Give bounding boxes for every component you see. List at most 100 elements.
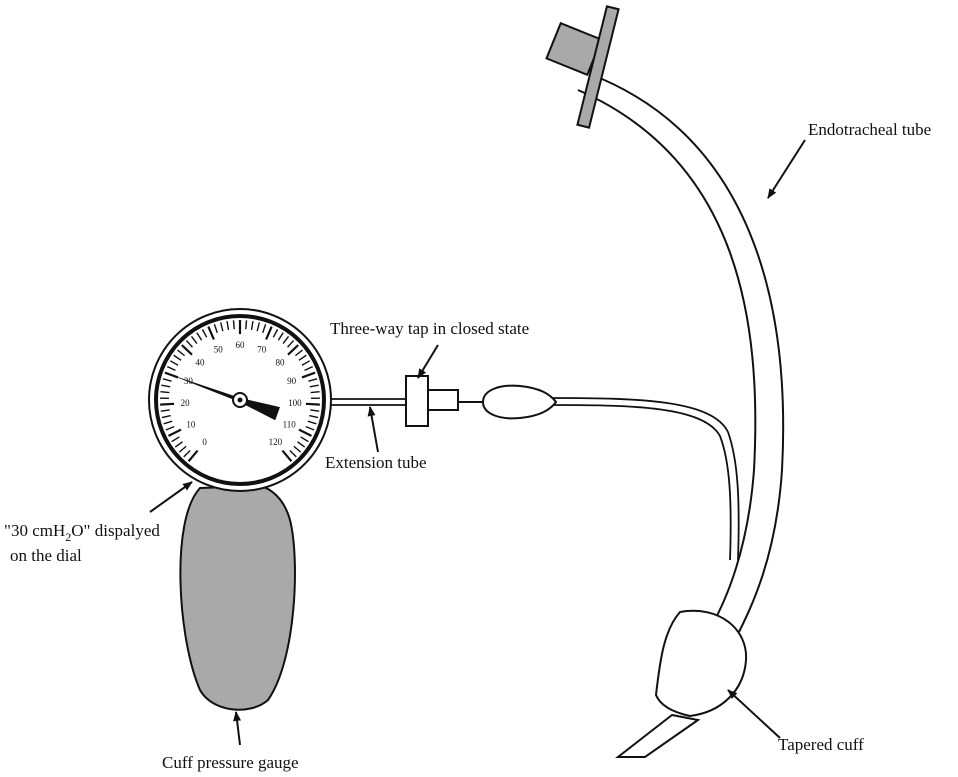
dial-minor-tick <box>289 450 297 458</box>
arrow-three-way-tap <box>417 344 439 379</box>
dial-minor-tick <box>174 441 183 448</box>
dial-number: 80 <box>276 357 286 367</box>
dial-number: 50 <box>214 344 224 354</box>
dial-major-tick <box>207 326 215 340</box>
dial-minor-tick <box>160 409 170 412</box>
dial-major-tick <box>287 344 299 356</box>
label-cuff-pressure-gauge: Cuff pressure gauge <box>162 753 299 772</box>
dial-minor-tick <box>305 425 315 431</box>
dial-minor-tick <box>294 349 303 357</box>
dial-major-tick <box>305 402 320 406</box>
dial-minor-tick <box>167 365 176 372</box>
dial-minor-tick <box>304 365 313 372</box>
dial-numbers: 0102030405060708090100110120 <box>181 340 303 447</box>
tube-flange <box>576 5 620 129</box>
dial-minor-tick <box>262 323 267 333</box>
dial-major-tick <box>187 449 199 462</box>
dial-minor-tick <box>213 323 218 333</box>
arrow-extension-tube <box>367 406 379 453</box>
label-dial-reading: "30 cmH2O" dispalyed <box>4 521 160 544</box>
arrow-cuff-pressure-gauge <box>233 711 242 746</box>
pilot-line <box>552 397 740 561</box>
three-way-tap <box>405 375 459 427</box>
dial-minor-tick <box>307 420 317 425</box>
dial-minor-tick <box>190 335 198 344</box>
dial-major-tick <box>265 326 273 340</box>
dial-minor-tick <box>272 329 279 338</box>
dial-number: 70 <box>257 344 267 354</box>
dial-minor-tick <box>185 340 194 348</box>
dial-number: 40 <box>195 357 205 367</box>
endotracheal-tube <box>545 5 785 758</box>
dial-minor-tick <box>177 349 186 357</box>
dial-number: 120 <box>269 437 283 447</box>
dial-minor-tick <box>232 320 235 330</box>
dial-minor-tick <box>161 384 171 388</box>
dial-minor-tick <box>310 390 320 394</box>
dial-minor-tick <box>308 378 318 382</box>
dial-minor-tick <box>161 414 171 419</box>
tube-outer-wall <box>589 73 785 641</box>
dial-pivot-inner <box>237 397 243 403</box>
arrow-endotracheal-tube <box>767 139 806 199</box>
tapered-cuff <box>654 609 748 718</box>
tube-inner-wall <box>577 89 757 626</box>
dial-minor-tick <box>226 320 230 331</box>
label-tapered-cuff: Tapered cuff <box>778 735 864 754</box>
dial-major-tick <box>301 371 316 379</box>
label-dial-reading-line2: on the dial <box>10 546 82 565</box>
dial-minor-tick <box>165 425 175 431</box>
dial-minor-tick <box>282 335 290 344</box>
dial-minor-tick <box>310 409 320 412</box>
dial-major-tick <box>160 402 175 406</box>
dial-minor-tick <box>169 360 179 366</box>
dial-minor-tick <box>277 332 284 341</box>
cuff-pressure-gauge: 0102030405060708090100110120 <box>148 308 332 711</box>
arrow-tapered-cuff <box>727 689 781 739</box>
dial-minor-tick <box>245 320 248 330</box>
pilot-balloon <box>481 384 558 420</box>
dial-minor-tick <box>309 414 319 419</box>
dial-minor-tick <box>160 390 170 394</box>
dial-number: 110 <box>283 420 297 430</box>
dial-needle <box>166 373 280 421</box>
dial-number: 90 <box>287 376 297 386</box>
tube-tip <box>615 713 701 758</box>
dial-minor-tick <box>219 322 224 332</box>
dial-minor-tick <box>201 329 208 338</box>
extension-tube <box>330 398 406 406</box>
leader-arrows <box>149 139 806 746</box>
label-three-way-tap: Three-way tap in closed state <box>330 319 529 338</box>
dial-minor-tick <box>183 450 191 458</box>
dial-major-tick <box>281 449 293 462</box>
dial-minor-tick <box>162 378 172 382</box>
label-endotracheal-tube: Endotracheal tube <box>808 120 931 139</box>
dial-minor-tick <box>286 340 295 348</box>
dial-number: 60 <box>236 340 246 350</box>
dial-number: 10 <box>186 420 196 430</box>
dial-minor-tick <box>173 354 182 361</box>
dial-minor-tick <box>300 436 309 443</box>
dial-major-tick <box>168 428 182 437</box>
dial-minor-tick <box>298 354 307 361</box>
arrow-dial-reading <box>149 481 193 513</box>
dial-major-tick <box>298 428 312 437</box>
dial-minor-tick <box>301 360 311 366</box>
dial-reading-subscript: 2 <box>65 530 71 544</box>
dial-minor-tick <box>250 320 254 331</box>
dial-number: 20 <box>181 398 191 408</box>
dial-minor-tick <box>256 322 261 332</box>
dial-minor-tick <box>293 445 302 453</box>
dial-reading-suffix: O" dispalyed <box>71 521 160 540</box>
dial-major-tick <box>181 344 193 356</box>
dial-minor-tick <box>309 384 319 388</box>
dial-minor-tick <box>178 445 187 453</box>
dial-number: 100 <box>288 398 302 408</box>
label-extension-tube: Extension tube <box>325 453 427 472</box>
dial-minor-tick <box>297 441 306 448</box>
gauge-bulb <box>179 484 296 711</box>
dial-number: 0 <box>202 437 207 447</box>
dial-minor-tick <box>163 420 173 425</box>
dial-minor-tick <box>171 436 180 443</box>
